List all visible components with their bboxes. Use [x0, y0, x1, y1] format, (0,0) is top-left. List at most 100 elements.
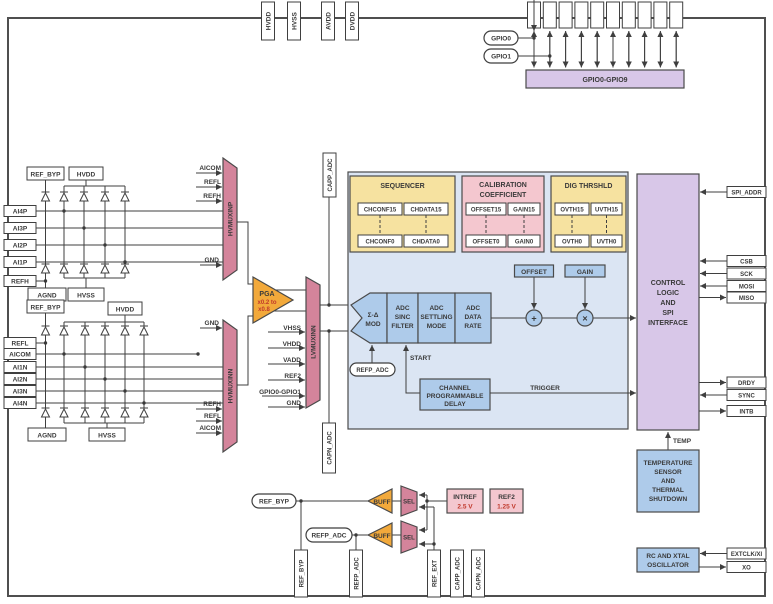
pga-gain-b: x0.8	[258, 307, 270, 313]
gpio0-label: GPIO0	[491, 36, 511, 43]
ovth15: OVTH15	[560, 208, 584, 214]
start-label: START	[410, 355, 431, 362]
trigger-label: TRIGGER	[530, 385, 560, 392]
hvss-box	[67, 287, 105, 302]
junction-dots	[43, 36, 552, 546]
lvmux-in-vhdd: VHDD	[283, 341, 302, 348]
temp-l4: THERMAL	[652, 487, 684, 494]
ref-byp-label-2: REF_BYP	[31, 305, 62, 312]
settling-l1: ADC	[429, 305, 443, 312]
buff1-label: BUFF	[373, 499, 390, 506]
sinc-l2: SINC	[395, 314, 411, 321]
pin-avdd: AVDD	[326, 12, 333, 30]
right-pins: SPI_ADDR CSB SCK MOSI MISO DRDY SYNC INT…	[699, 186, 767, 417]
calibration-title-2: COEFFICIENT	[480, 192, 527, 199]
hvdd-box-2	[107, 301, 143, 316]
chdata0: CHDATA0	[412, 240, 440, 246]
pin-ai1n: AI1N	[13, 365, 28, 372]
ref-byp-label: REF_BYP	[31, 172, 62, 179]
buff1-shape	[366, 488, 393, 514]
multiplier-circle	[576, 309, 594, 327]
gpio1-pill	[483, 48, 519, 64]
offset-box	[513, 264, 555, 278]
refp-adc-pill	[349, 362, 396, 377]
pga-shape	[252, 275, 295, 325]
offset-gain: OFFSET GAIN + ×	[491, 264, 636, 327]
agnd-label-2: AGND	[37, 433, 56, 440]
rate-l3: RATE	[464, 323, 482, 330]
pin-capp-adc: CAPP_ADC	[456, 556, 462, 590]
delay-l2: PROGRAMMABLE	[426, 393, 484, 400]
adc-chain: Σ-Δ MOD ADC SINC FILTER ADC SETTLING MOD…	[350, 292, 492, 344]
channel-delay-block	[419, 378, 491, 411]
adc-settling-mode	[417, 292, 456, 344]
pin-dvdd: DVDD	[350, 11, 357, 30]
ref2-box	[489, 488, 524, 514]
control-l4: SPI	[662, 310, 673, 317]
settling-l3: MODE	[427, 323, 447, 330]
pin-miso: MISO	[739, 296, 755, 302]
pin-intb: INTB	[740, 410, 755, 416]
uvth0: UVTH0	[597, 240, 617, 246]
control-l3: AND	[660, 300, 675, 307]
ref2-label: REF2	[498, 494, 515, 501]
osc-l1: RC AND XTAL	[646, 553, 689, 560]
chconf0: CHCONF0	[365, 240, 395, 246]
ref-byp-pill-label: REF_BYP	[259, 499, 290, 506]
lvmux-in-ref2: REF2	[284, 373, 301, 380]
delay-l3: DELAY	[444, 401, 466, 408]
hvmuxinp-in-aicom: AICOM	[199, 165, 221, 172]
lvmux-label: LVMUXINN	[311, 325, 318, 359]
calibration-title-1: CALIBRATION	[479, 182, 527, 189]
gpio-block	[525, 69, 685, 89]
gain-label: GAIN	[577, 269, 594, 276]
capn-adc-mid-label: CAPN_ADC	[328, 431, 334, 465]
chdata15: CHDATA15	[410, 208, 442, 214]
times-icon: ×	[582, 314, 587, 324]
pga-section: PGA x0.2 to x0.8	[237, 221, 306, 386]
intref-voltage: 2.5 V	[457, 504, 473, 511]
lvmux-section: VHSS VHDD VADD REF2 GPIO0-GPIO1 GND LVMU…	[259, 275, 321, 410]
pin-spi-addr: SPI_ADDR	[731, 191, 762, 197]
hvmuxinn-in-refh: REFH	[203, 401, 221, 408]
control-l2: LOGIC	[657, 290, 679, 297]
reference-section: REF_BYP REFP_ADC BUFF BUFF SEL SEL INTRE…	[251, 485, 524, 554]
dig-thrshld-block: DIG THRSHLD OVTH15 UVTH15 OVTH0 UVTH0	[550, 175, 627, 253]
lvmux-in-gnd: GND	[287, 400, 302, 407]
osc-l2: OSCILLATOR	[647, 562, 689, 569]
sinc-l1: ADC	[395, 305, 409, 312]
control-l5: INTERFACE	[648, 320, 688, 327]
pin-ref-byp: REF_BYP	[300, 560, 306, 588]
lvmux-shape	[305, 275, 321, 410]
pga-label: PGA	[259, 291, 274, 298]
hvmuxinp-shape	[222, 156, 238, 282]
temp-label: TEMP	[673, 438, 692, 445]
lvmux-in-vadd: VADD	[283, 357, 301, 364]
gain15: GAIN15	[513, 208, 535, 214]
mod-label-2: MOD	[365, 321, 380, 328]
hvmuxinn-in-aicom: AICOM	[199, 425, 221, 432]
ref-byp-pill	[251, 493, 297, 509]
buff2-label: BUFF	[373, 533, 390, 540]
sel1-shape	[400, 485, 418, 517]
pin-refp-adc: REFP_ADC	[355, 557, 361, 590]
hvmuxinp-label: HVMUXINP	[228, 201, 235, 236]
agnd-label: AGND	[37, 293, 56, 300]
refp-adc-pill-label: REFP_ADC	[356, 368, 389, 374]
gpio-pin-boxes	[527, 1, 684, 29]
pin-extclk: EXTCLK/XI	[731, 552, 763, 558]
pin-ai4p: AI4P	[13, 209, 28, 216]
pin-hvss: HVSS	[292, 11, 299, 29]
temp-sensor-block: TEMP TEMPERATURE SENSOR AND THERMAL SHUT…	[636, 432, 700, 513]
sequencer-block: SEQUENCER CHCONF15 CHDATA15 CHCONF0 CHDA…	[349, 175, 456, 253]
uvth15: UVTH15	[595, 208, 619, 214]
hvss-box-2	[88, 427, 126, 442]
gpio-section: GPIO0 GPIO1 GPIO0-GPIO9	[483, 0, 685, 89]
hvmuxinn-in-gnd: GND	[205, 320, 220, 327]
lvmux-in-gpio: GPIO0-GPIO1	[259, 389, 301, 396]
pin-ai2n: AI2N	[13, 377, 28, 384]
delay-section: REFP_ADC START CHANNEL PROGRAMMABLE DELA…	[349, 345, 636, 411]
temp-l2: SENSOR	[654, 469, 682, 476]
refp-adc-pill-2-label: REFP_ADC	[311, 533, 346, 540]
